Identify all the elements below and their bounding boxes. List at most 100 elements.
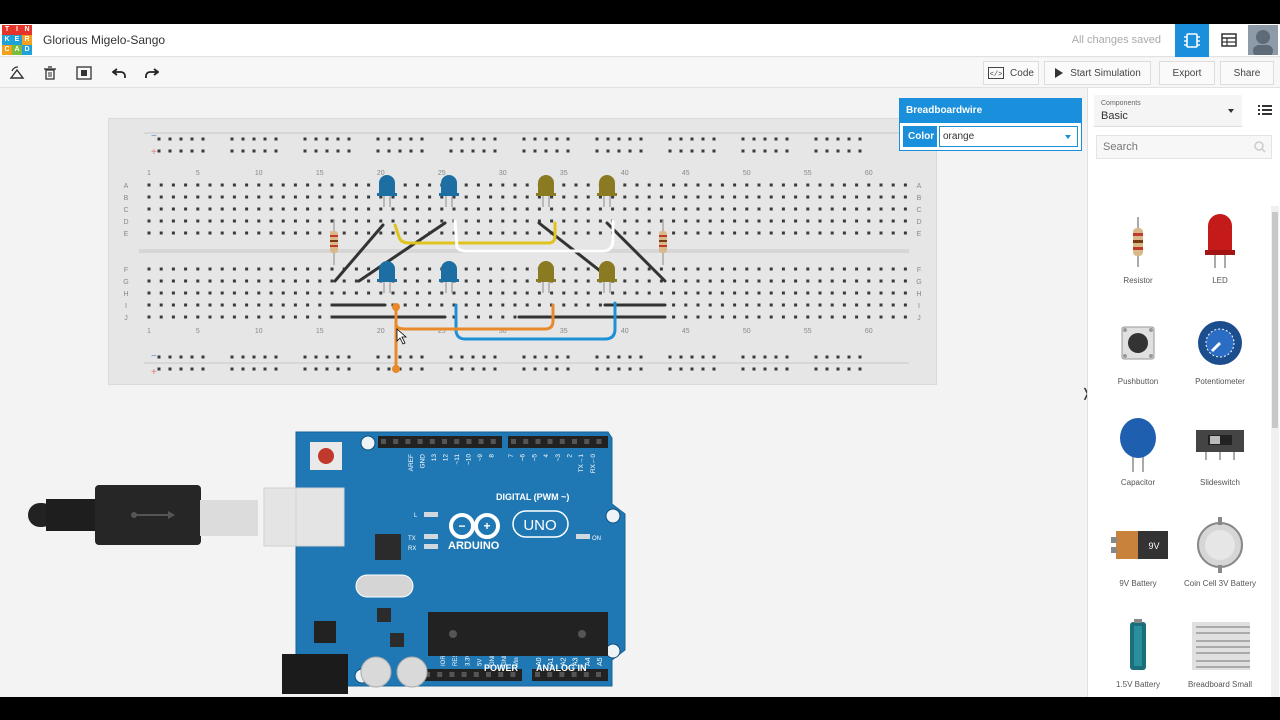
- digital-pin-label: TX→1: [578, 454, 585, 473]
- scrollbar-thumb[interactable]: [1272, 212, 1278, 428]
- uno-badge: [512, 510, 569, 538]
- component-list-view-button[interactable]: [1212, 24, 1246, 57]
- led-blue[interactable]: [439, 175, 459, 207]
- column-number: 10: [255, 328, 263, 335]
- rail-sign: −: [151, 351, 157, 362]
- led-yellow[interactable]: [597, 175, 617, 207]
- digital-pin-label: AREF: [408, 454, 415, 471]
- user-avatar[interactable]: [1248, 25, 1278, 55]
- undo-button[interactable]: [107, 62, 131, 84]
- svg-text:−: −: [458, 519, 465, 533]
- led-blue[interactable]: [377, 175, 397, 207]
- component-item-led[interactable]: LED: [1180, 212, 1260, 307]
- list-view-button[interactable]: [1257, 102, 1273, 118]
- led-l: [424, 512, 438, 517]
- component-item-slideswitch[interactable]: Slideswitch: [1180, 414, 1260, 509]
- battery-9v-icon: 9V: [1108, 515, 1168, 575]
- arduino-brand: ARDUINO: [448, 540, 500, 552]
- component-category-value: Basic: [1101, 110, 1128, 122]
- power-pin-label: IOREF: [441, 647, 447, 666]
- reset-button[interactable]: [310, 442, 342, 470]
- trash-icon: [44, 66, 56, 80]
- component-item-capacitor[interactable]: Capacitor: [1098, 414, 1178, 509]
- resistor[interactable]: [659, 219, 667, 265]
- share-button[interactable]: Share: [1220, 61, 1274, 85]
- led-yellow[interactable]: [536, 175, 556, 207]
- led-yellow[interactable]: [597, 261, 617, 293]
- usb-symbol-icon: [131, 511, 175, 519]
- play-icon: [1055, 68, 1064, 78]
- digital-header-right[interactable]: [508, 436, 608, 448]
- wire-black-1[interactable]: [333, 223, 385, 283]
- component-item-breadboard-small[interactable]: Breadboard Small: [1180, 616, 1260, 697]
- wire-white[interactable]: [453, 219, 615, 253]
- power-header[interactable]: [422, 669, 522, 681]
- component-search-input[interactable]: Search: [1096, 135, 1272, 159]
- wire-black-4[interactable]: [605, 221, 667, 283]
- wire-endpoint[interactable]: [392, 303, 400, 311]
- power-pin-label: GND: [490, 652, 496, 666]
- start-simulation-label: Start Simulation: [1070, 67, 1141, 79]
- arduino-logo: − +: [449, 513, 500, 539]
- component-item-pushbutton[interactable]: Pushbutton: [1098, 313, 1178, 408]
- row-letter: C: [123, 207, 128, 214]
- export-label: Export: [1172, 67, 1202, 79]
- column-number: 45: [682, 328, 690, 335]
- analog-pin-label: A1: [548, 657, 555, 666]
- components-scrollbar[interactable]: [1271, 206, 1279, 697]
- wire-blue[interactable]: [454, 301, 617, 341]
- component-category-dropdown[interactable]: Components Basic: [1094, 95, 1242, 127]
- component-item-coin-cell-3v-battery[interactable]: Coin Cell 3V Battery: [1180, 515, 1260, 610]
- zoom-to-fit-button[interactable]: [72, 62, 96, 84]
- wire-color-select[interactable]: orange: [939, 126, 1078, 147]
- power-jack[interactable]: [282, 654, 348, 694]
- breadboard-small-icon: [1190, 616, 1250, 676]
- digital-pin-label: 13: [431, 454, 438, 462]
- start-simulation-button[interactable]: Start Simulation: [1044, 61, 1151, 85]
- column-number: 40: [621, 328, 629, 335]
- rail-sign: −: [151, 131, 157, 142]
- column-number: 40: [621, 170, 629, 177]
- export-button[interactable]: Export: [1159, 61, 1215, 85]
- resistor[interactable]: [330, 219, 338, 265]
- led-blue[interactable]: [377, 261, 397, 293]
- wire-black-2[interactable]: [357, 221, 447, 283]
- led-blue[interactable]: [439, 261, 459, 293]
- logo-letter: E: [12, 35, 22, 45]
- led-yellow[interactable]: [536, 261, 556, 293]
- small-chip-2: [390, 633, 404, 647]
- wire-color-label: Color: [903, 126, 937, 147]
- component-item-1-5v-battery[interactable]: 1.5V Battery: [1098, 616, 1178, 697]
- row-letter: D: [916, 219, 921, 226]
- column-number: 55: [804, 328, 812, 335]
- redo-button[interactable]: [140, 62, 164, 84]
- resistor-icon: [1108, 212, 1168, 272]
- capacitor-1: [360, 656, 392, 688]
- circuit-view-button[interactable]: [1175, 24, 1209, 57]
- component-item-potentiometer[interactable]: Potentiometer: [1180, 313, 1260, 408]
- rotate-button[interactable]: [5, 62, 29, 84]
- delete-button[interactable]: [38, 62, 62, 84]
- wire-yellow[interactable]: [393, 221, 557, 245]
- fit-view-icon: [76, 66, 92, 80]
- led-tx: [424, 534, 438, 539]
- component-item-resistor[interactable]: Resistor: [1098, 212, 1178, 307]
- project-name[interactable]: Glorious Migelo-Sango: [43, 33, 166, 47]
- power-pin-label: 5V: [478, 659, 484, 666]
- wire-endpoint[interactable]: [392, 365, 400, 373]
- row-letter: F: [124, 267, 128, 274]
- crystal-oscillator: [355, 574, 414, 598]
- voltage-regulator: [314, 621, 336, 643]
- code-button[interactable]: </> Code: [983, 61, 1039, 85]
- coin-cell-icon: [1190, 515, 1250, 575]
- panel-collapse-chevron-icon[interactable]: ❭: [1081, 386, 1093, 402]
- digital-pin-label: 4: [543, 454, 550, 458]
- column-number: 20: [377, 328, 385, 335]
- column-number: 5: [196, 328, 200, 335]
